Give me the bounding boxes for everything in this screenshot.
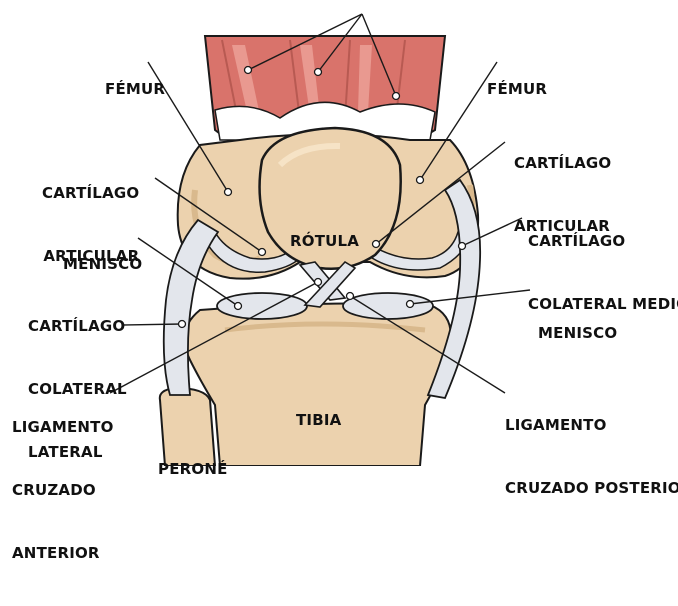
label-ligamento-cruzado-anterior: LIGAMENTO CRUZADO ANTERIOR [12, 375, 114, 606]
label-cartilago-colateral-medio: CARTÍLAGO COLATERAL MEDIO [528, 189, 678, 357]
knee-anatomy-diagram: FÉMUR FÉMUR CARTÍLAGO ARTICULAR CARTÍLAG… [0, 0, 678, 466]
label-tibia: TIBIA [296, 368, 341, 473]
meniscus-left [217, 293, 307, 319]
label-femur-left: FÉMUR [105, 37, 165, 142]
meniscus-right [343, 293, 433, 319]
label-rotula: RÓTULA [290, 189, 359, 294]
label-ligamento-cruzado-posterior: LIGAMENTO CRUZADO POSTERIOR [505, 373, 678, 541]
label-perone: PERONÉ [158, 417, 228, 522]
